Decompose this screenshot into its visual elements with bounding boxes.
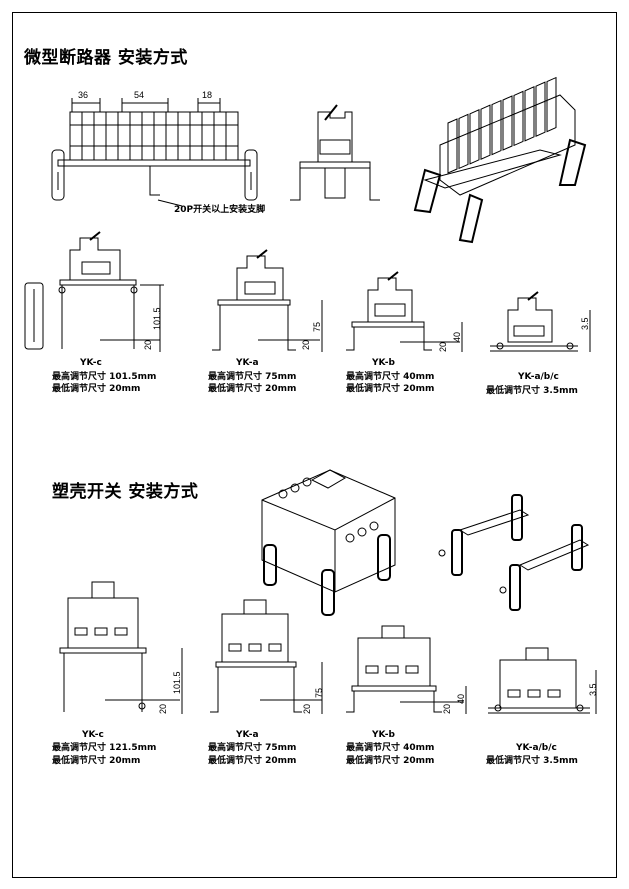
yk-a-mccb-drawing: [210, 599, 323, 714]
bracket-3d-view: [438, 494, 590, 611]
dim-54: 54: [134, 90, 145, 100]
s1-yk-c-min: 最低调节尺寸 20mm: [52, 384, 141, 394]
s1-yk-abc-name: YK-a/b/c: [518, 372, 559, 382]
s1-yk-b-name: YK-b: [372, 358, 395, 368]
s1-yk-a-dim-low: 20: [301, 339, 311, 350]
s2-yk-a-max: 最高调节尺寸 75mm: [208, 743, 297, 753]
breaker-single-side-view: [290, 104, 380, 201]
s1-yk-abc-min: 最低调节尺寸 3.5mm: [486, 386, 578, 396]
bracket-note: 20P开关以上安装支脚: [174, 205, 266, 215]
s1-yk-c-dim-low: 20: [143, 339, 153, 350]
breaker-row-front-view: [51, 98, 258, 207]
mccb-3d-view: [261, 469, 396, 616]
dim-18: 18: [202, 90, 213, 100]
breaker-module-3d: [502, 95, 513, 151]
s2-yk-c-name: YK-c: [82, 730, 104, 740]
breaker-module-3d: [469, 109, 480, 165]
s1-yk-a-max: 最高调节尺寸 75mm: [208, 372, 297, 382]
s2-yk-a-dim-low: 20: [302, 703, 312, 714]
yk-b-mccb-drawing: [346, 625, 467, 714]
s1-yk-c-dim-high: 101.5: [152, 307, 162, 330]
s2-yk-abc-dim-high: 3.5: [588, 683, 598, 696]
yk-c-breaker-drawing: [24, 231, 164, 352]
s2-yk-b-dim-low: 20: [442, 703, 452, 714]
s2-yk-b-dim-high: 40: [456, 693, 466, 704]
s1-yk-b-dim-high: 40: [452, 331, 462, 342]
breaker-module-3d: [491, 99, 502, 156]
breaker-module-3d: [535, 81, 546, 137]
breaker-module-3d: [546, 76, 557, 133]
s2-yk-a-name: YK-a: [236, 730, 259, 740]
s1-yk-a-name: YK-a: [236, 358, 259, 368]
s2-yk-c-min: 最低调节尺寸 20mm: [52, 756, 141, 766]
s2-yk-b-max: 最高调节尺寸 40mm: [346, 743, 435, 753]
breaker-row-3d-view: [413, 76, 587, 244]
s2-yk-a-dim-high: 75: [314, 687, 324, 698]
breaker-module-3d: [480, 104, 491, 160]
s2-yk-c-max: 最高调节尺寸 121.5mm: [52, 743, 157, 753]
drawing-frame: [12, 12, 617, 878]
dim-36: 36: [78, 90, 89, 100]
s1-yk-abc-dim-high: 3.5: [580, 317, 590, 330]
breaker-module-3d: [447, 118, 458, 174]
yk-c-mccb-drawing: [59, 581, 183, 714]
yk-a-breaker-drawing: [212, 249, 323, 352]
s2-yk-b-name: YK-b: [372, 730, 395, 740]
s1-yk-b-max: 最高调节尺寸 40mm: [346, 372, 435, 382]
s2-yk-b-min: 最低调节尺寸 20mm: [346, 756, 435, 766]
s1-yk-a-min: 最低调节尺寸 20mm: [208, 384, 297, 394]
s1-yk-b-min: 最低调节尺寸 20mm: [346, 384, 435, 394]
s2-yk-c-dim-high: 101.5: [172, 671, 182, 694]
breaker-module-3d: [524, 86, 535, 142]
s2-yk-c-dim-low: 20: [158, 703, 168, 714]
s1-yk-b-dim-low: 20: [438, 341, 448, 352]
s1-yk-c-max: 最高调节尺寸 101.5mm: [52, 372, 157, 382]
section2-title: 塑壳开关 安装方式: [52, 482, 199, 502]
s1-yk-c-name: YK-c: [80, 358, 102, 368]
yk-b-breaker-drawing: [346, 271, 463, 352]
section1-title: 微型断路器 安装方式: [24, 48, 188, 68]
yk-abc-breaker-drawing: [490, 291, 591, 352]
breaker-module-3d: [513, 90, 524, 147]
yk-abc-mccb-drawing: [488, 647, 597, 714]
s2-yk-abc-min: 最低调节尺寸 3.5mm: [486, 756, 578, 766]
s1-yk-a-dim-high: 75: [312, 321, 322, 332]
s2-yk-a-min: 最低调节尺寸 20mm: [208, 756, 297, 766]
s2-yk-abc-name: YK-a/b/c: [516, 743, 557, 753]
breaker-module-3d: [458, 113, 469, 170]
